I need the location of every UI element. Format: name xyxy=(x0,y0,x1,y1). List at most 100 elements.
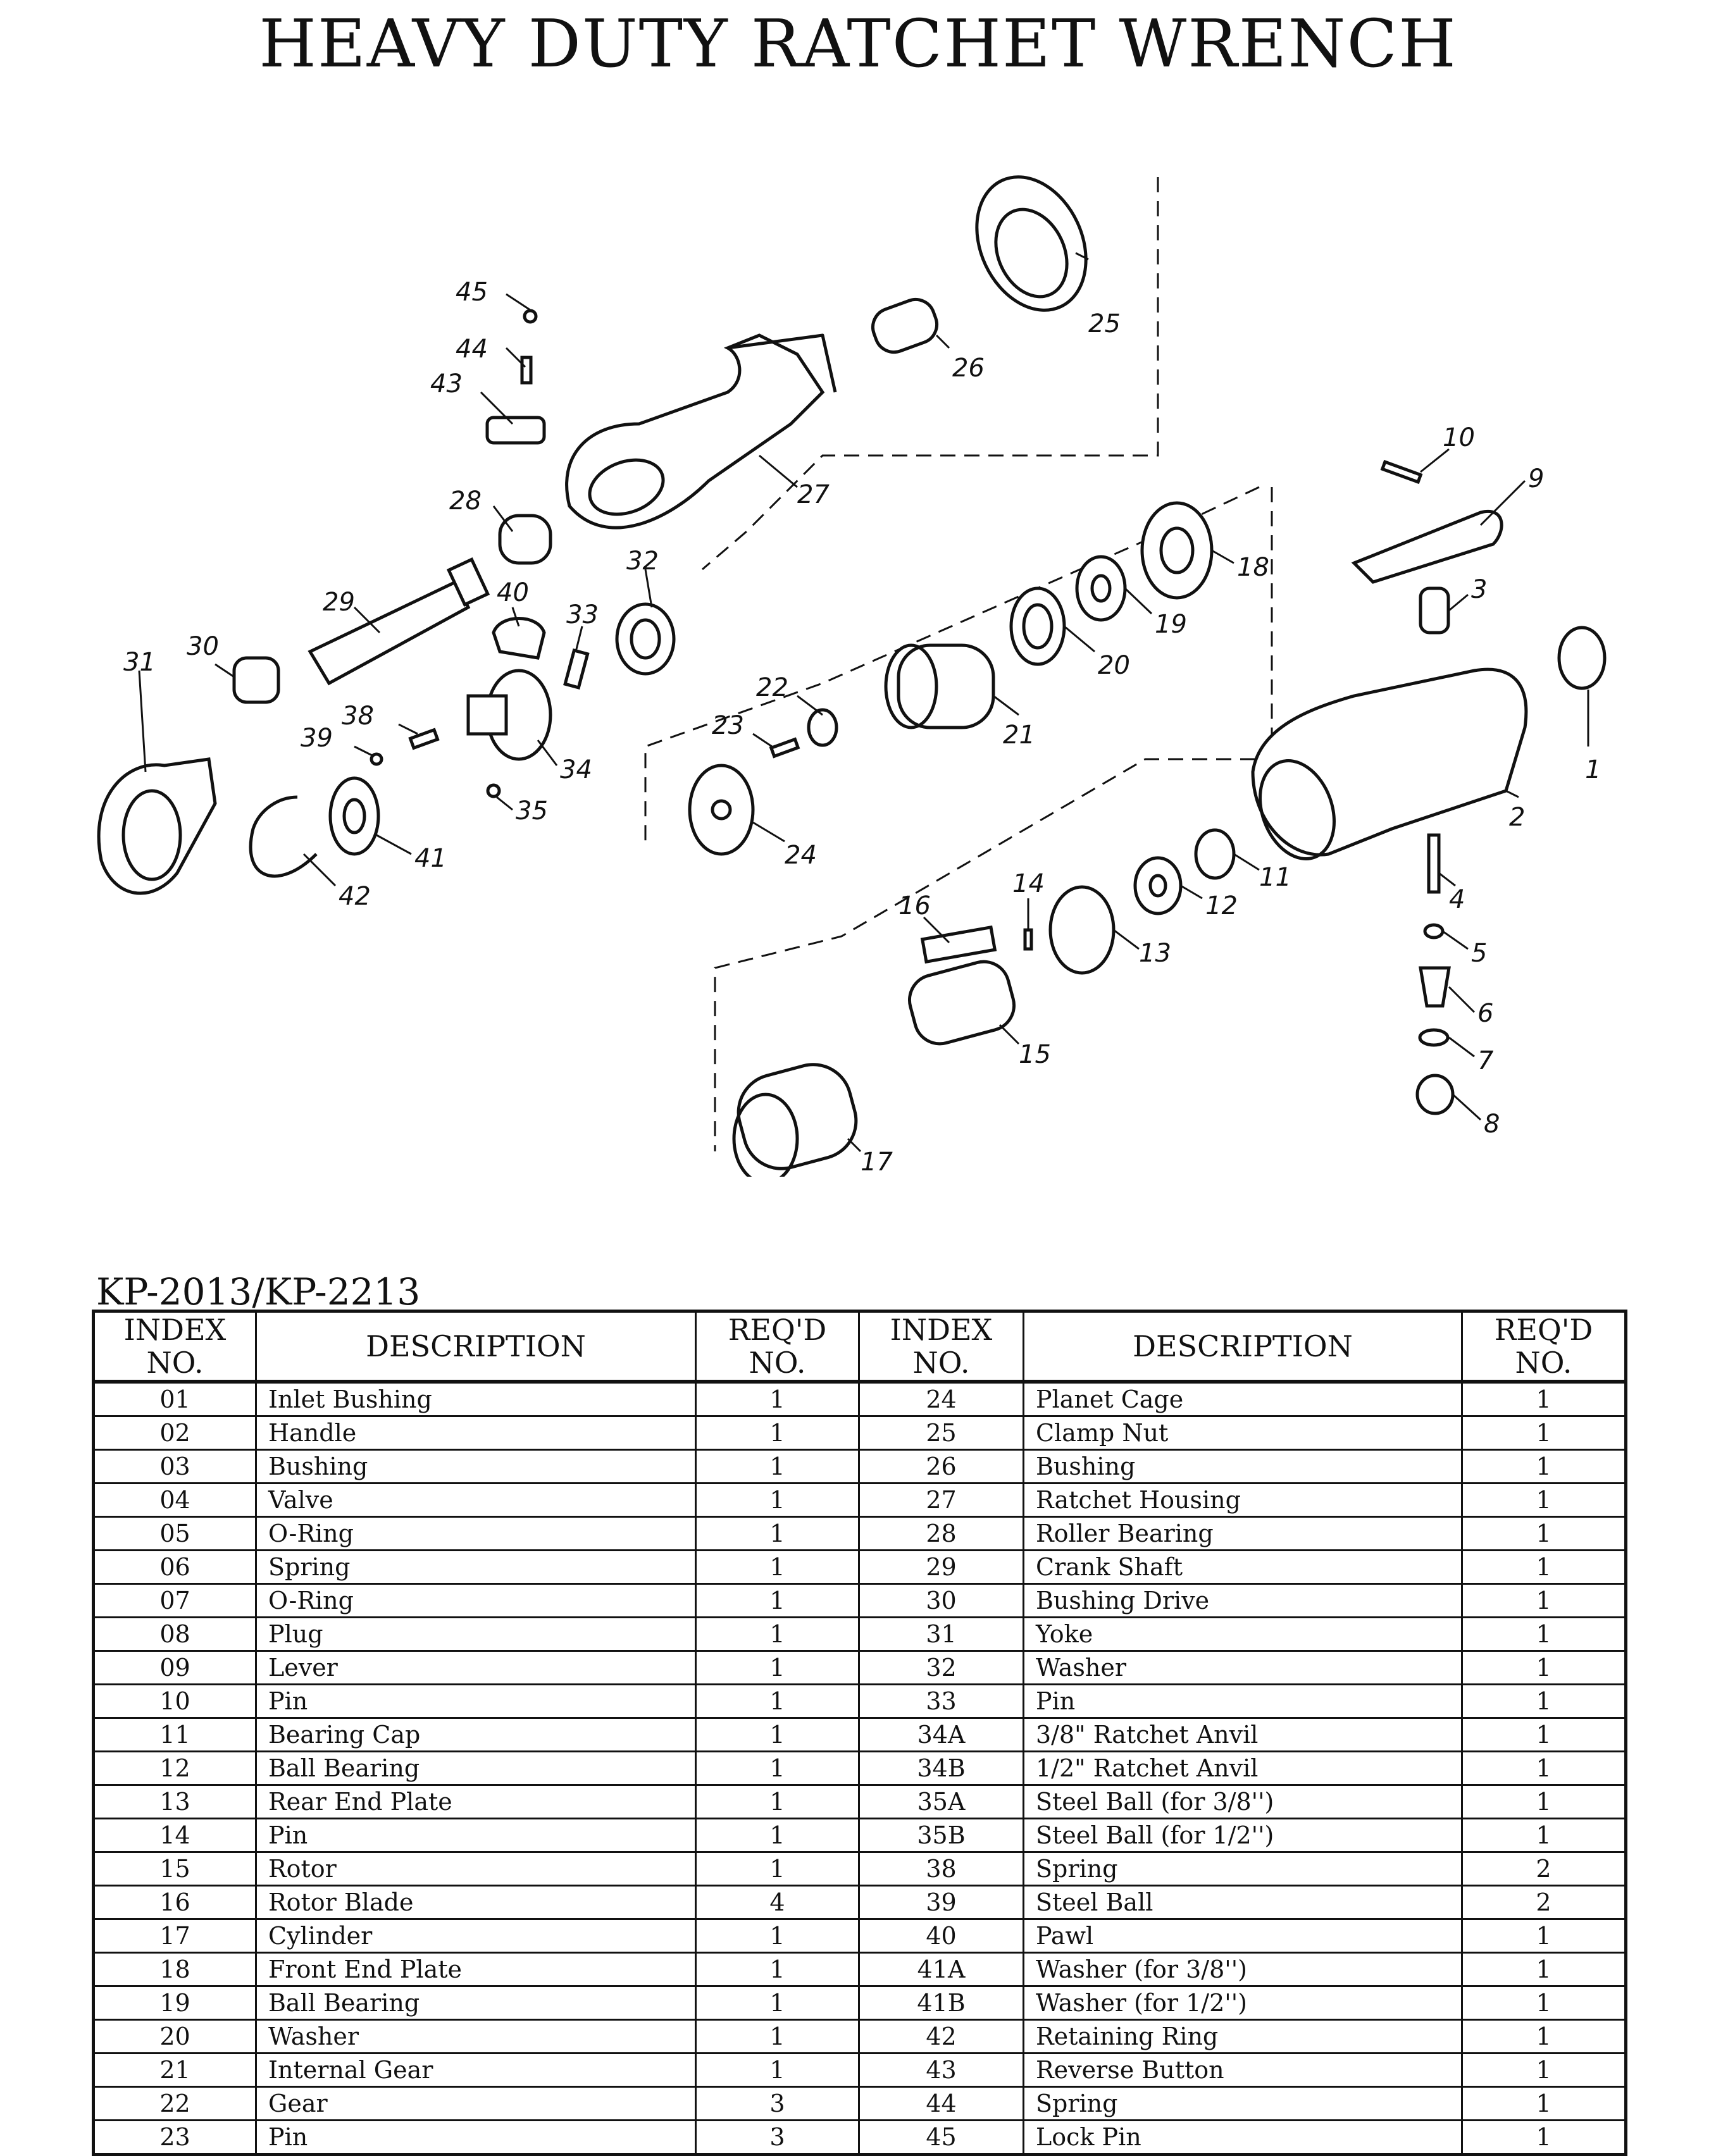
qty-cell: 1 xyxy=(695,1516,860,1551)
part-22-gear xyxy=(807,708,838,747)
qty-cell: 1 xyxy=(695,1851,860,1886)
qty-cell: 1 xyxy=(1461,1918,1627,1954)
part-14-pin xyxy=(1023,928,1033,951)
index-cell: 31 xyxy=(858,1616,1024,1652)
part-45-lock-pin xyxy=(523,309,538,324)
description-cell: Washer (for 3/8'') xyxy=(1023,1952,1463,1987)
part-18-front-end-plate xyxy=(1140,501,1214,600)
part-6-spring xyxy=(1419,966,1451,1008)
callout-38: 38 xyxy=(342,702,374,731)
part-2-handle xyxy=(1251,667,1528,860)
index-cell: 43 xyxy=(858,2052,1024,2088)
description-cell: Steel Ball xyxy=(1023,1885,1463,1920)
callout-39: 39 xyxy=(301,724,333,753)
callout-24: 24 xyxy=(785,841,817,870)
description-cell: Washer (for 1/2'') xyxy=(1023,1985,1463,2021)
part-17-cylinder xyxy=(732,1063,858,1177)
qty-cell: 1 xyxy=(695,1985,860,2021)
description-cell: Front End Plate xyxy=(255,1952,697,1987)
qty-cell: 4 xyxy=(695,1885,860,1920)
callout-30: 30 xyxy=(187,632,219,661)
description-cell: 3/8" Ratchet Anvil xyxy=(1023,1717,1463,1752)
description-cell: Rotor xyxy=(255,1851,697,1886)
index-cell: 39 xyxy=(858,1885,1024,1920)
index-cell: 32 xyxy=(858,1650,1024,1685)
qty-cell: 1 xyxy=(1461,2086,1627,2121)
index-cell: 08 xyxy=(92,1616,257,1652)
index-cell: 04 xyxy=(92,1482,257,1518)
description-cell: Cylinder xyxy=(255,1918,697,1954)
callout-29: 29 xyxy=(323,588,355,617)
description-cell: Pawl xyxy=(1023,1918,1463,1954)
part-39-steel-ball xyxy=(370,752,383,766)
index-cell: 02 xyxy=(92,1415,257,1451)
index-cell: 22 xyxy=(92,2086,257,2121)
index-cell: 10 xyxy=(92,1683,257,1719)
callout-18: 18 xyxy=(1237,553,1269,582)
description-cell: Retaining Ring xyxy=(1023,2019,1463,2054)
description-cell: Lock Pin xyxy=(1023,2119,1463,2155)
part-12-ball-bearing xyxy=(1133,856,1183,915)
callout-42: 42 xyxy=(339,882,371,911)
qty-cell: 1 xyxy=(695,2052,860,2088)
part-32-washer xyxy=(615,602,676,676)
description-cell: Ratchet Housing xyxy=(1023,1482,1463,1518)
description-cell: O-Ring xyxy=(255,1583,697,1618)
index-cell: 27 xyxy=(858,1482,1024,1518)
index-cell: 01 xyxy=(92,1380,257,1417)
callout-28: 28 xyxy=(449,486,482,516)
index-cell: 29 xyxy=(858,1549,1024,1585)
callout-44: 44 xyxy=(456,335,488,364)
index-cell: 03 xyxy=(92,1449,257,1484)
callout-3: 3 xyxy=(1471,575,1487,604)
callout-20: 20 xyxy=(1098,651,1130,680)
description-cell: Reverse Button xyxy=(1023,2052,1463,2088)
qty-cell: 1 xyxy=(695,1918,860,1954)
callout-41: 41 xyxy=(414,844,447,873)
description-cell: Planet Cage xyxy=(1023,1380,1463,1417)
description-cell: Inlet Bushing xyxy=(255,1380,697,1417)
qty-cell: 3 xyxy=(695,2086,860,2121)
index-cell: 28 xyxy=(858,1516,1024,1551)
header-description-left: DESCRIPTION xyxy=(255,1310,697,1384)
callout-23: 23 xyxy=(712,711,744,740)
index-cell: 13 xyxy=(92,1784,257,1819)
callout-40: 40 xyxy=(497,578,529,607)
callout-27: 27 xyxy=(797,480,830,509)
index-cell: 25 xyxy=(858,1415,1024,1451)
qty-cell: 1 xyxy=(1461,1784,1627,1819)
part-1-inlet-bushing xyxy=(1557,626,1607,690)
index-cell: 33 xyxy=(858,1683,1024,1719)
callout-2: 2 xyxy=(1509,803,1525,832)
part-38-spring xyxy=(408,728,440,750)
part-44-spring xyxy=(520,356,533,385)
header-description-right: DESCRIPTION xyxy=(1023,1310,1463,1384)
qty-cell: 2 xyxy=(1461,1851,1627,1886)
index-cell: 05 xyxy=(92,1516,257,1551)
index-cell: 06 xyxy=(92,1549,257,1585)
index-cell: 35A xyxy=(858,1784,1024,1819)
callout-32: 32 xyxy=(626,547,659,576)
qty-cell: 1 xyxy=(695,1415,860,1451)
index-cell: 12 xyxy=(92,1750,257,1786)
index-cell: 41B xyxy=(858,1985,1024,2021)
description-cell: Pin xyxy=(255,1818,697,1853)
description-cell: Ball Bearing xyxy=(255,1985,697,2021)
part-34-ratchet-anvil xyxy=(466,669,552,761)
index-cell: 17 xyxy=(92,1918,257,1954)
callout-8: 8 xyxy=(1484,1110,1500,1139)
